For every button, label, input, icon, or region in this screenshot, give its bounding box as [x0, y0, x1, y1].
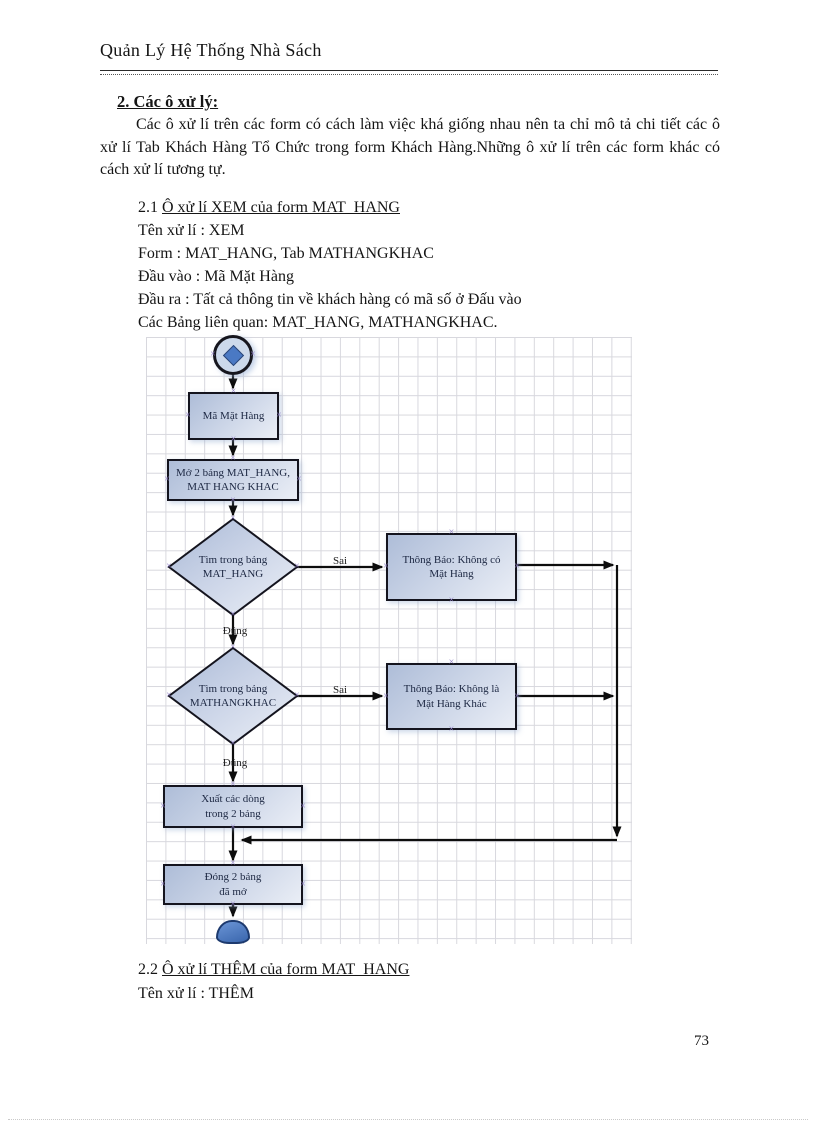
node-text: Đóng 2 bảng	[204, 871, 262, 884]
page-number: 73	[694, 1033, 709, 1049]
line-dau-ra: Đầu ra : Tất cả thông tin về khách hàng …	[138, 291, 522, 308]
node-open-tables: Mở 2 bảng MAT_HANG, MAT HANG KHAC	[167, 459, 299, 501]
node-output-rows: Xuất các dòng trong 2 bảng	[163, 785, 303, 828]
line-dau-vao: Đầu vào : Mã Mặt Hàng	[138, 268, 294, 285]
flowchart-connectors	[167, 375, 622, 918]
page-bottom-edge	[8, 1119, 808, 1120]
node-text: MAT_HANG	[202, 568, 264, 580]
header-rule	[100, 70, 718, 75]
node-find-mathangkhac-label: Tìm trong bảng MATHANGKHAC	[173, 672, 293, 720]
section-2-2-title: Ô xử lí THÊM của form MAT_HANG	[162, 961, 410, 978]
edge-label-sai-2: Sai	[332, 684, 348, 696]
end-terminator	[216, 920, 250, 944]
node-find-mathang-label: Tìm trong bảng MAT_HANG	[173, 543, 293, 591]
section-2-1-title: Ô xử lí XEM của form MAT_HANG	[162, 199, 400, 216]
start-terminator	[213, 335, 253, 375]
section-2-heading: 2. Các ô xử lý:	[117, 92, 219, 111]
node-text: Mặt Hàng	[429, 568, 474, 580]
section-2-2-heading: 2.2 Ô xử lí THÊM của form MAT_HANG	[138, 958, 409, 982]
node-text: MATHANGKHAC	[189, 697, 277, 709]
line-ten-xu-li-2: Tên xử lí : THÊM	[138, 985, 254, 1002]
edge-label-sai-1: Sai	[332, 555, 348, 567]
section-2-1-heading: 2.1 Ô xử lí XEM của form MAT_HANG	[138, 196, 522, 219]
edge-label-dung-2: Đúng	[222, 757, 248, 769]
page-header-title: Quản Lý Hệ Thống Nhà Sách	[100, 40, 322, 60]
node-notice-no-mathang: Thông Báo: Không có Mặt Hàng	[386, 533, 517, 601]
node-text: trong 2 bảng	[205, 807, 261, 820]
node-text: MAT HANG KHAC	[187, 481, 279, 493]
node-text: Mặt Hàng Khác	[416, 697, 487, 710]
node-input-ma-mat-hang: Mã Mặt Hàng	[188, 392, 279, 440]
section-2-2-number: 2.2	[138, 961, 162, 978]
start-diamond-icon	[222, 344, 244, 366]
section-2-1-number: 2.1	[138, 199, 162, 216]
decision-find-mathang	[167, 517, 299, 617]
node-text: đã mở	[219, 885, 247, 898]
section-2-1: 2.1 Ô xử lí XEM của form MAT_HANG Tên xử…	[138, 196, 522, 334]
flowchart-canvas: Mã Mặt Hàng Mở 2 bảng MAT_HANG, MAT HANG…	[146, 335, 632, 944]
node-text: Thông Báo: Không là	[403, 683, 500, 696]
line-bang-lien-quan: Các Bảng liên quan: MAT_HANG, MATHANGKHA…	[138, 314, 498, 331]
line-form: Form : MAT_HANG, Tab MATHANGKHAC	[138, 245, 434, 262]
node-text: Xuất các dòng	[201, 793, 265, 806]
decision-find-mathangkhac	[167, 646, 299, 746]
section-2-2: 2.2 Ô xử lí THÊM của form MAT_HANG Tên x…	[138, 958, 409, 1006]
node-text: Tìm trong bảng	[198, 553, 268, 566]
section-2-paragraph: Các ô xử lí trên các form có cách làm vi…	[100, 116, 720, 178]
node-close-tables: Đóng 2 bảng đã mở	[163, 864, 303, 905]
node-text: Mở 2 bảng MAT_HANG,	[176, 466, 290, 479]
node-text: Thông Báo: Không có	[402, 553, 501, 566]
edge-label-dung-1: Đúng	[222, 625, 248, 637]
node-text: Mã Mặt Hàng	[202, 409, 265, 422]
line-ten-xu-li: Tên xử lí : XEM	[138, 222, 245, 239]
node-text: Tìm trong bảng	[198, 682, 268, 695]
node-notice-not-mathangkhac: Thông Báo: Không là Mặt Hàng Khác	[386, 663, 517, 730]
